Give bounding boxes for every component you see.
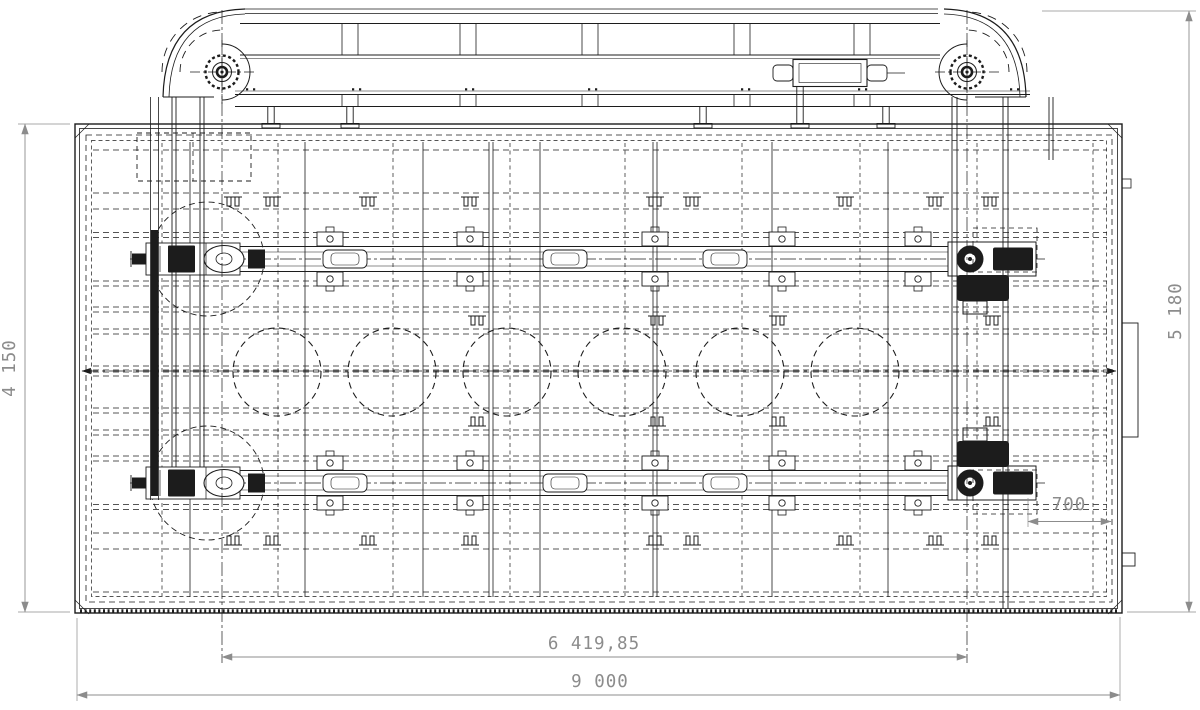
dim-label-left: 4 150 [0,339,20,397]
dim-left-height: 4 150 [0,123,70,613]
conveyor-support-legs [261,86,896,129]
tank-inner-wall [79,128,1118,609]
dim-label-700: 700 [1052,495,1087,515]
dim-label-span: 6 419,85 [548,634,640,654]
opening-circle [695,327,785,417]
dim-700: 700 [1027,495,1112,527]
dim-label-right: 5 180 [1166,282,1186,340]
lower-band-braces [341,94,871,107]
tank-partitions [189,142,889,597]
dim-right-height: 5 180 [1042,10,1196,613]
vertical-conveyor-risers [150,97,1054,609]
sprocket-centerlines [221,10,968,663]
corner-chamfers [74,123,1123,615]
right-wall-lug-small [1121,178,1132,189]
conveyor-top-rails [245,8,938,14]
right-corner-sprocket [933,7,1029,106]
dim-label-width: 9 000 [571,672,629,692]
inlet-chute-dashed-box [136,132,252,182]
fastener-dots [246,88,1020,91]
tank-liner-dashed-outer [85,134,1113,603]
dim-overall-width: 9 000 [76,617,1121,701]
internals-upper [93,150,1107,370]
centerlines [81,10,1117,663]
internals-lower-mirrored [93,372,1107,592]
right-wall-bracket [1121,322,1139,438]
chain-strip [151,230,158,496]
conveyor-upper-band [240,23,940,56]
right-wall-lug [1121,552,1136,567]
conveyor-lower-band [235,94,1030,107]
top-conveyor [160,7,1030,129]
conveyor-drive-box [772,58,905,88]
dimensions: 4 150 5 180 700 6 419,85 9 000 [0,10,1196,701]
dim-conveyor-span: 6 419,85 [221,634,968,661]
upper-band-braces [341,23,871,55]
tank-dashed-verticals [161,143,1094,596]
